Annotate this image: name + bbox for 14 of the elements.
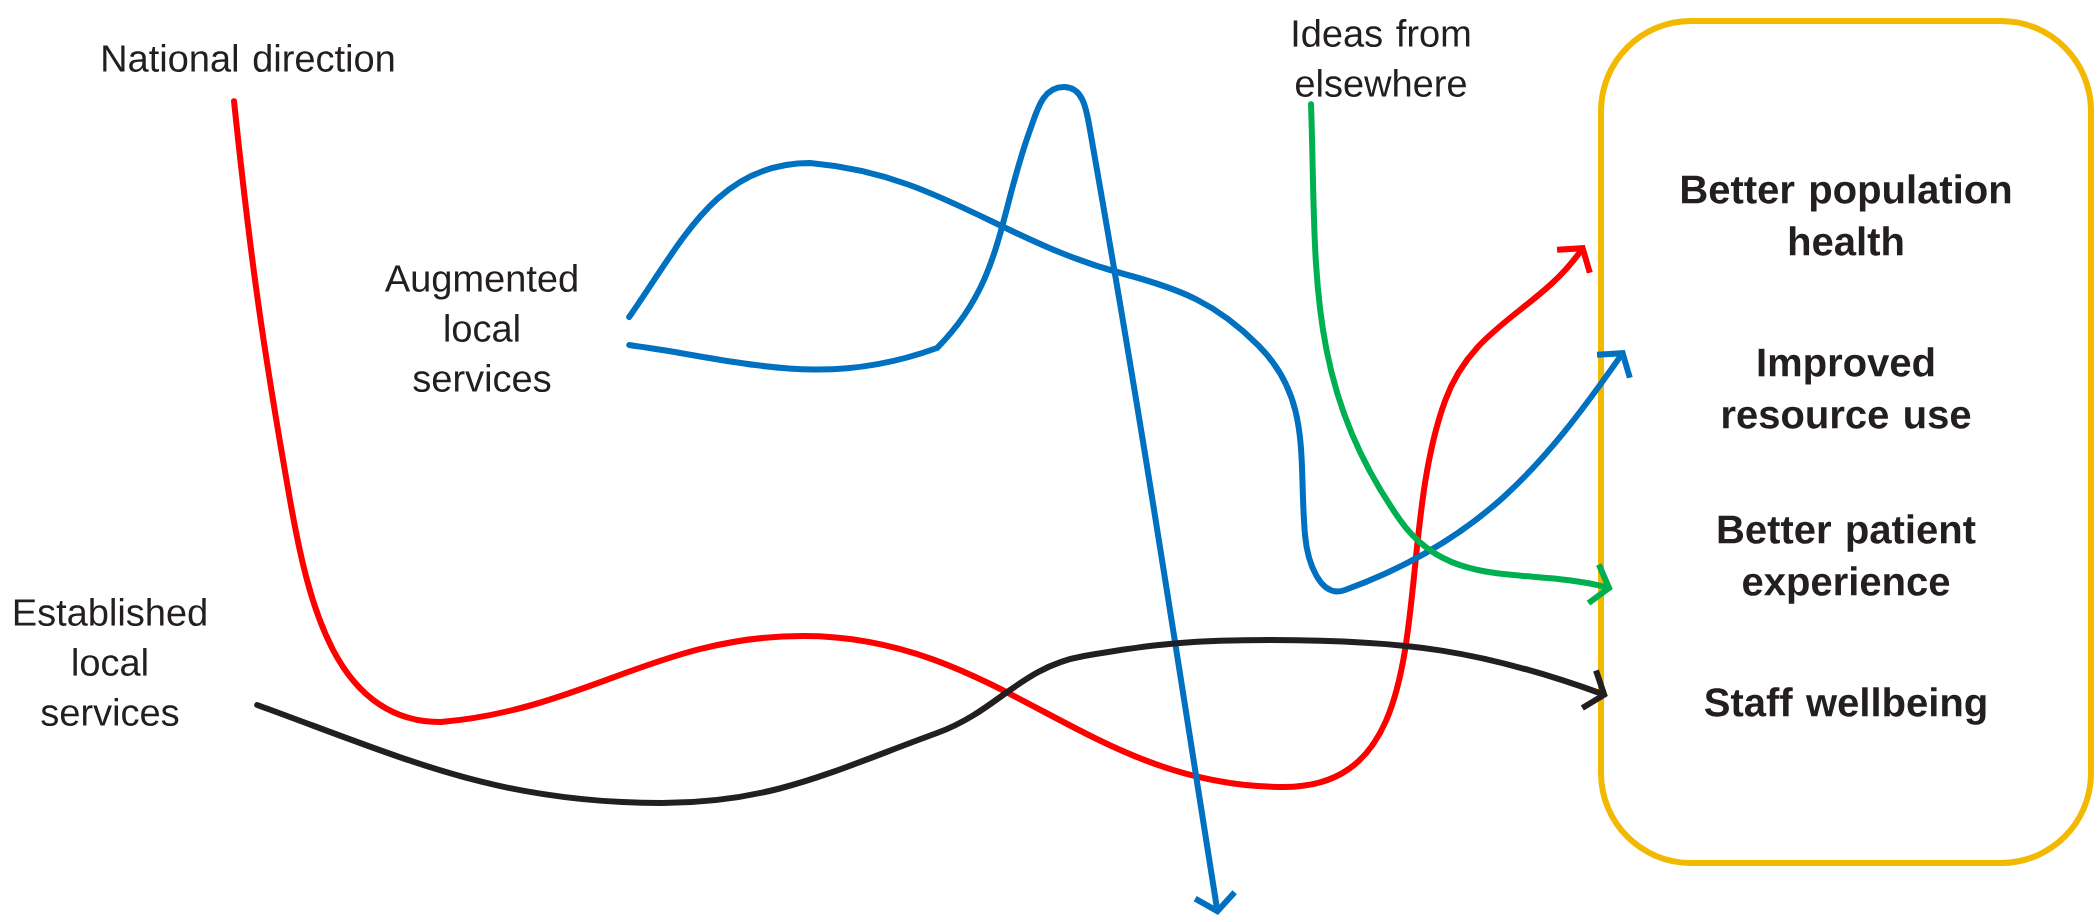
label-text: Established local services [14, 598, 206, 726]
outcome-text: Staff wellbeing [1704, 687, 1986, 725]
curved-arrow [254, 637, 1608, 806]
curved-arrow [231, 98, 1593, 790]
label-text: Augmented local services [384, 264, 577, 392]
outcome-text: Better patient experience [1718, 514, 1976, 604]
curved-arrow [626, 160, 1633, 595]
curved-arrow [1308, 101, 1613, 606]
curved-arrow [626, 84, 1237, 915]
outcome-text: Better population health [1682, 174, 2011, 256]
outcome-text: Improved resource use [1723, 347, 1971, 429]
label-text: National direction [103, 44, 394, 72]
rounded-box [1598, 18, 2094, 866]
label-text: Ideas from elsewhere [1293, 19, 1470, 97]
